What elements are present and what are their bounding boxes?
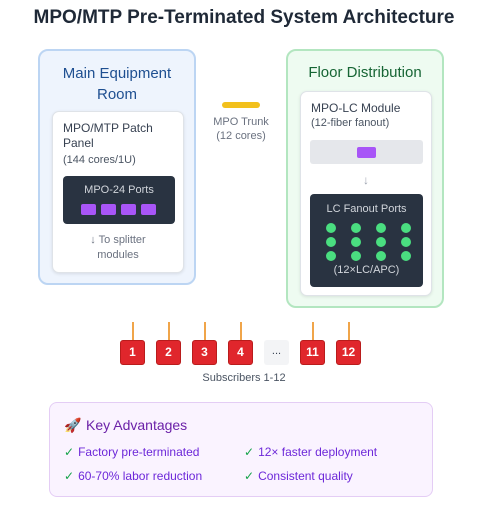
advantage-text: 60-70% labor reduction [78,469,203,483]
subscriber-box: 12 [336,340,361,365]
lc-count-label: (12×LC/APC) [333,264,400,276]
lc-port-dot [376,251,386,261]
module-input-bar [310,140,423,164]
advantage-item: ✓Factory pre-terminated [64,445,199,459]
subscriber-box: 3 [192,340,217,365]
lc-port-dot [351,237,361,247]
room-title-line2: Room [96,86,137,103]
advantage-item: ✓60-70% labor reduction [64,469,202,483]
floor-title: Floor Distribution [308,64,422,81]
patch-panel-card: MPO/MTP Patch Panel (144 cores/1U) MPO-2… [52,111,184,273]
lc-fanout-label: LC Fanout Ports [326,203,407,215]
down-arrow-icon: ↓ [363,173,369,187]
mpo-port [121,204,136,215]
patch-panel-capacity: (144 cores/1U) [63,154,136,166]
mpo-input-port [357,147,376,158]
mpo-ports-label: MPO-24 Ports [84,184,154,196]
mpo-trunk-line [222,102,260,108]
main-equipment-room: Main Equipment Room MPO/MTP Patch Panel … [38,49,196,285]
subscriber-drop-line [240,322,242,340]
splitter-note-line1: ↓ To splitter [90,234,146,246]
page-title: MPO/MTP Pre-Terminated System Architectu… [33,7,455,28]
subscriber-box: 2 [156,340,181,365]
subscriber-ellipsis: ... [264,340,289,365]
mpo-port [81,204,96,215]
lc-port-dot [401,223,411,233]
check-icon: ✓ [64,445,75,459]
mpo-lc-module-card: MPO-LC Module (12-fiber fanout) ↓ LC Fan… [300,91,432,296]
check-icon: ✓ [244,469,255,483]
subscriber-drop-line [348,322,350,340]
lc-port-dot [401,251,411,261]
advantage-text: Factory pre-terminated [78,445,200,459]
lc-port-dot [351,223,361,233]
rocket-icon: 🚀 [64,417,82,433]
room-title-line1: Main Equipment [62,65,172,82]
trunk-cores-text: (12 cores) [216,130,266,142]
lc-port-dot [376,237,386,247]
check-icon: ✓ [64,469,75,483]
advantage-text: 12× faster deployment [258,445,378,459]
lc-port-dot [326,237,336,247]
lc-port-dot [376,223,386,233]
module-title: MPO-LC Module [311,101,401,115]
lc-fanout-box: LC Fanout Ports (12×LC/APC) [310,194,423,287]
advantage-item: ✓Consistent quality [244,469,353,483]
mpo-port [141,204,156,215]
room-title: Main Equipment Room [40,63,194,105]
splitter-note: ↓ To splitter modules [53,233,183,263]
key-advantages-panel: 🚀 Key Advantages ✓Factory pre-terminated… [49,402,433,497]
module-subtitle: (12-fiber fanout) [311,117,390,129]
advantage-text: Consistent quality [258,469,353,483]
advantage-item: ✓12× faster deployment [244,445,377,459]
mpo-port [101,204,116,215]
floor-distribution: Floor Distribution MPO-LC Module (12-fib… [286,49,444,308]
subscriber-drop-line [168,322,170,340]
advantages-title: Key Advantages [86,417,188,433]
lc-port-dot [326,223,336,233]
subscriber-box: 4 [228,340,253,365]
lc-port-dot [326,251,336,261]
subscribers-caption: Subscribers 1-12 [202,372,286,384]
mpo-trunk-label: MPO Trunk (12 cores) [200,115,282,143]
subscriber-drop-line [312,322,314,340]
subscriber-drop-line [204,322,206,340]
subscriber-box: 11 [300,340,325,365]
mpo-ports-box: MPO-24 Ports [63,176,175,224]
lc-port-dot [401,237,411,247]
patch-panel-title: MPO/MTP Patch Panel [63,121,178,151]
patch-panel-title-line2: Panel [63,136,94,150]
lc-port-dot [351,251,361,261]
patch-panel-title-line1: MPO/MTP Patch [63,121,153,135]
check-icon: ✓ [244,445,255,459]
splitter-note-line2: modules [97,249,139,261]
subscriber-drop-line [132,322,134,340]
subscriber-box: 1 [120,340,145,365]
trunk-label-text: MPO Trunk [213,116,269,128]
